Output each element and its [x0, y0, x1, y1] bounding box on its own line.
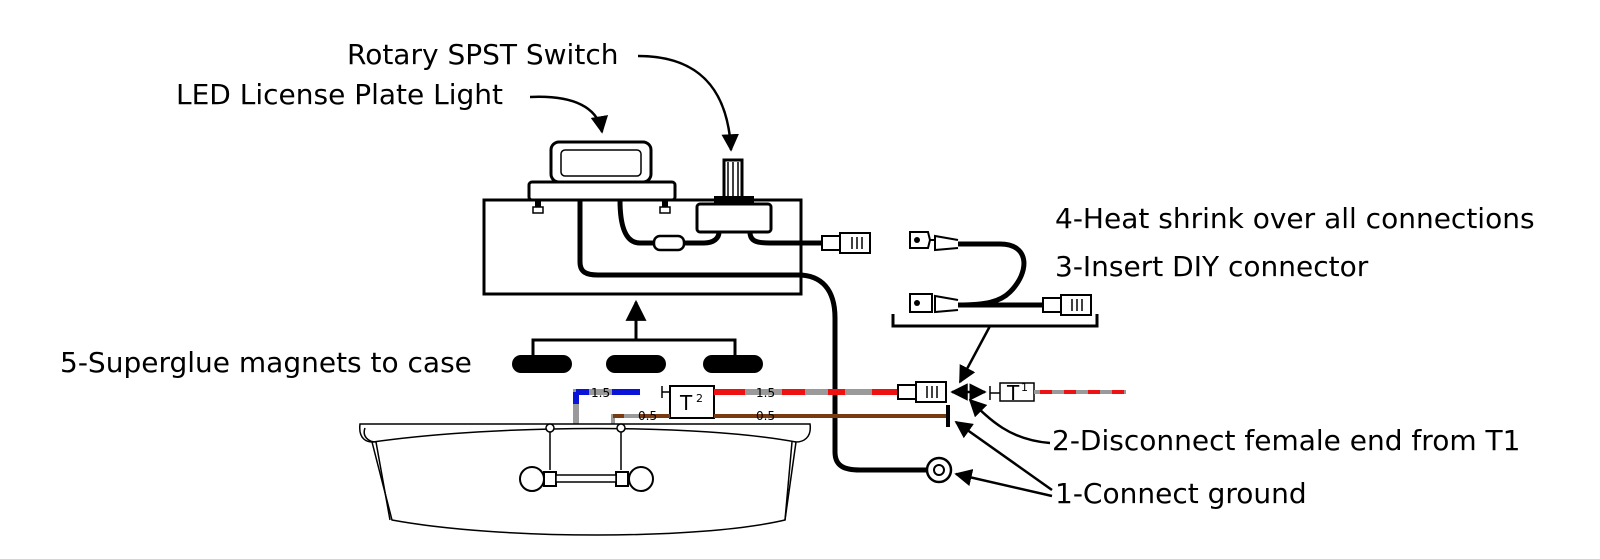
led-light-arrow [529, 95, 609, 134]
t1-superscript: 1 [1021, 381, 1028, 394]
rotary-switch-label: Rotary SPST Switch [347, 38, 618, 71]
t1-connector: T 1 [989, 381, 1035, 405]
disconnect-arrow [968, 398, 1051, 445]
ground-arrow-to-ring [954, 468, 1053, 498]
heat-shrink-label: 4-Heat shrink over all connections [1055, 202, 1535, 235]
led-license-plate-light [527, 140, 677, 214]
wire-blue-stripe [573, 389, 640, 472]
disconnect-label: 2-Disconnect female end from T1 [1052, 424, 1520, 457]
magnet [606, 355, 666, 373]
gauge-label: 1.5 [756, 386, 775, 400]
t2-superscript: 2 [696, 392, 703, 405]
male-spade-connector-case [821, 232, 871, 254]
gauge-label: 0.5 [756, 409, 775, 423]
gauge-label: 0.5 [638, 409, 657, 423]
inline-fuse [652, 234, 686, 252]
rotary-switch-arrow [637, 54, 739, 152]
magnet [703, 355, 763, 373]
insert-connector-label: 3-Insert DIY connector [1055, 250, 1369, 283]
ground-ring-terminal [925, 456, 953, 484]
gauge-label: 1.5 [591, 386, 610, 400]
black-wire-switch-loop [617, 199, 822, 246]
insert-connector-arrow [958, 325, 992, 384]
t2-label: T [679, 391, 693, 415]
superglue-label: 5-Superglue magnets to case [60, 346, 472, 379]
t1-label: T [1006, 381, 1020, 405]
male-spade-connector-harness [897, 381, 947, 403]
ground-arrow-to-end [954, 420, 1053, 492]
rotary-spst-switch [695, 158, 773, 234]
lamp-bulbs [519, 423, 654, 492]
t2-connector: T 2 [661, 385, 722, 419]
black-wire-ground [577, 200, 927, 473]
led-light-label: LED License Plate Light [176, 78, 503, 111]
magnet [512, 355, 572, 373]
connect-ground-label: 1-Connect ground [1055, 477, 1307, 510]
magnets-bracket [531, 302, 737, 355]
diy-connector [891, 231, 1099, 328]
